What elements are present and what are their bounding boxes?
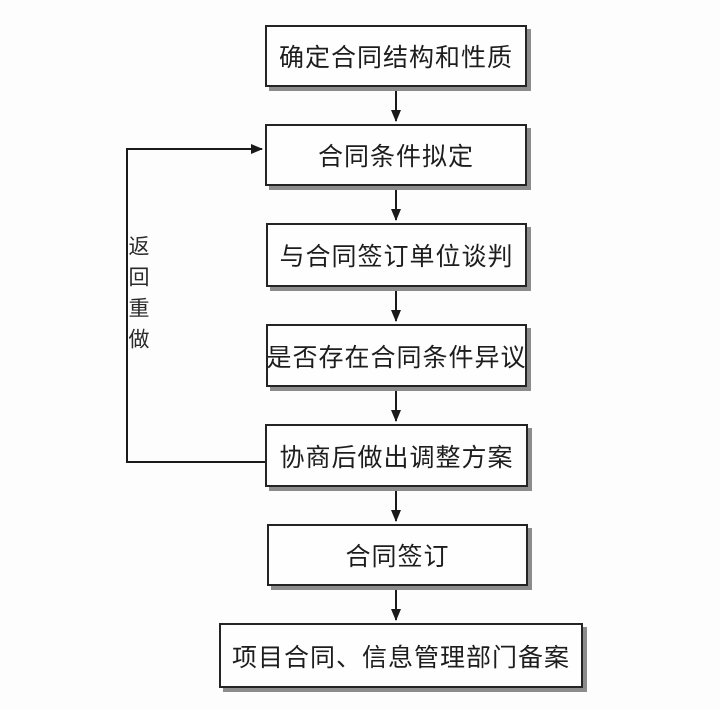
- loop-return-label: 返回重做: [126, 235, 150, 359]
- flow-box-department-filing: 项目合同、信息管理部门备案: [219, 623, 583, 688]
- flow-box-negotiate-with-signer: 与合同签订单位谈判: [266, 223, 527, 287]
- flow-box-condition-objection-check: 是否存在合同条件异议: [266, 324, 527, 387]
- flow-box-label: 项目合同、信息管理部门备案: [231, 642, 570, 672]
- flow-box-label: 协商后做出调整方案: [279, 442, 514, 472]
- flow-box-label: 确定合同结构和性质: [278, 43, 513, 72]
- flow-box-draft-conditions: 合同条件拟定: [265, 124, 527, 186]
- flow-box-label: 合同签订: [345, 542, 450, 571]
- flow-box-determine-structure: 确定合同结构和性质: [265, 25, 527, 87]
- loop-return-arrow: [126, 144, 266, 463]
- flow-box-label: 与合同签订单位谈判: [279, 242, 514, 271]
- flow-box-label: 是否存在合同条件异议: [266, 342, 527, 372]
- flow-box-contract-signing: 合同签订: [267, 524, 528, 586]
- flow-box-label: 合同条件拟定: [317, 142, 474, 171]
- flow-box-adjustment-plan: 协商后做出调整方案: [265, 424, 528, 487]
